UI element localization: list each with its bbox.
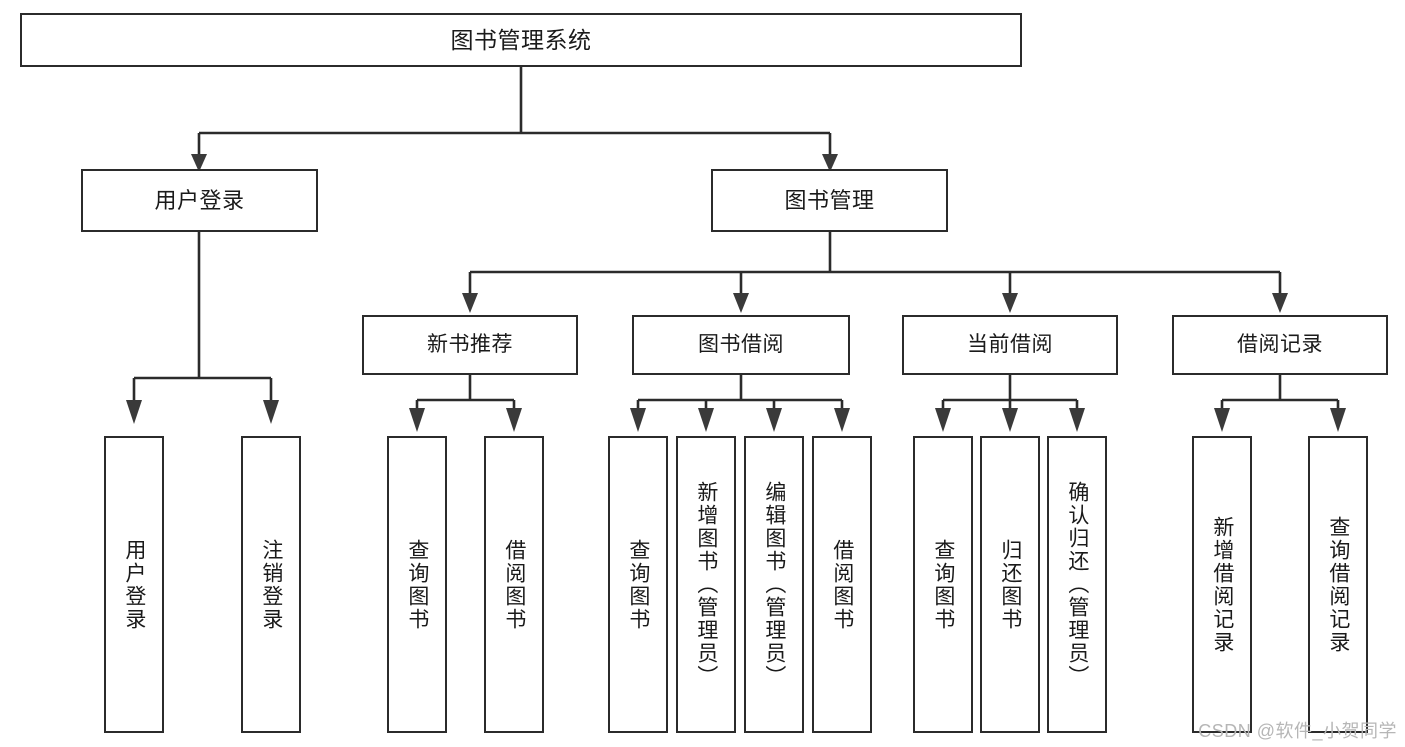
node-new-book-recommend[interactable]: 新书推荐 [362,315,578,375]
node-leaf-add-book[interactable]: 新增图书（管理员） [676,436,736,733]
arrow-bb-to-leaf3 [766,408,782,432]
node-leaf-query-book-3-label: 查询图书 [931,538,955,631]
arrow-bb-to-leaf2 [698,408,714,432]
arrow-nb-to-leaf1 [409,408,425,432]
node-leaf-return-book[interactable]: 归还图书 [980,436,1040,733]
arrow-br-to-leaf1 [1214,408,1230,432]
node-leaf-query-record[interactable]: 查询借阅记录 [1308,436,1368,733]
node-borrow-record-label: 借阅记录 [1237,332,1323,356]
node-leaf-add-book-label: 新增图书（管理员） [694,481,718,688]
node-leaf-confirm-return-label: 确认归还（管理员） [1065,481,1089,688]
node-leaf-edit-book[interactable]: 编辑图书（管理员） [744,436,804,733]
arrow-bb-to-leaf1 [630,408,646,432]
node-leaf-borrow-book-1-label: 借阅图书 [502,538,526,631]
node-leaf-return-book-label: 归还图书 [998,538,1022,631]
node-root[interactable]: 图书管理系统 [20,13,1022,67]
arrow-bm-to-current-borrow [1002,293,1018,313]
node-book-borrow[interactable]: 图书借阅 [632,315,850,375]
node-leaf-borrow-book-1[interactable]: 借阅图书 [484,436,544,733]
arrow-ul-to-leaf2 [263,400,279,424]
arrow-ul-to-leaf1 [126,400,142,424]
node-user-login[interactable]: 用户登录 [81,169,318,232]
node-book-manage[interactable]: 图书管理 [711,169,948,232]
node-leaf-query-book-3[interactable]: 查询图书 [913,436,973,733]
arrow-bm-to-borrow-record [1272,293,1288,313]
arrow-cb-to-leaf1 [935,408,951,432]
node-leaf-add-record-label: 新增借阅记录 [1210,515,1234,654]
arrow-cb-to-leaf3 [1069,408,1085,432]
arrow-bm-to-new-book [462,293,478,313]
node-leaf-borrow-book-2-label: 借阅图书 [830,538,854,631]
node-root-label: 图书管理系统 [450,26,592,53]
node-leaf-user-login[interactable]: 用户登录 [104,436,164,733]
node-book-manage-label: 图书管理 [784,187,875,213]
arrow-bb-to-leaf4 [834,408,850,432]
watermark: CSDN @软件_小贺同学 [1198,721,1397,741]
node-leaf-edit-book-label: 编辑图书（管理员） [762,481,786,688]
arrow-nb-to-leaf2 [506,408,522,432]
node-leaf-query-book-2[interactable]: 查询图书 [608,436,668,733]
node-leaf-query-book-1-label: 查询图书 [405,538,429,631]
node-leaf-query-book-2-label: 查询图书 [626,538,650,631]
node-leaf-borrow-book-2[interactable]: 借阅图书 [812,436,872,733]
arrow-br-to-leaf2 [1330,408,1346,432]
node-leaf-logout-login-label: 注销登录 [259,538,283,631]
node-leaf-confirm-return[interactable]: 确认归还（管理员） [1047,436,1107,733]
node-borrow-record[interactable]: 借阅记录 [1172,315,1388,375]
node-leaf-add-record[interactable]: 新增借阅记录 [1192,436,1252,733]
node-leaf-user-login-label: 用户登录 [122,538,146,631]
node-leaf-query-record-label: 查询借阅记录 [1326,515,1350,654]
node-leaf-query-book-1[interactable]: 查询图书 [387,436,447,733]
node-leaf-logout-login[interactable]: 注销登录 [241,436,301,733]
arrow-cb-to-leaf2 [1002,408,1018,432]
node-current-borrow[interactable]: 当前借阅 [902,315,1118,375]
node-book-borrow-label: 图书借阅 [698,332,784,356]
node-new-book-recommend-label: 新书推荐 [427,332,513,356]
node-user-login-label: 用户登录 [154,187,245,213]
arrow-bm-to-book-borrow [733,293,749,313]
node-current-borrow-label: 当前借阅 [967,332,1053,356]
